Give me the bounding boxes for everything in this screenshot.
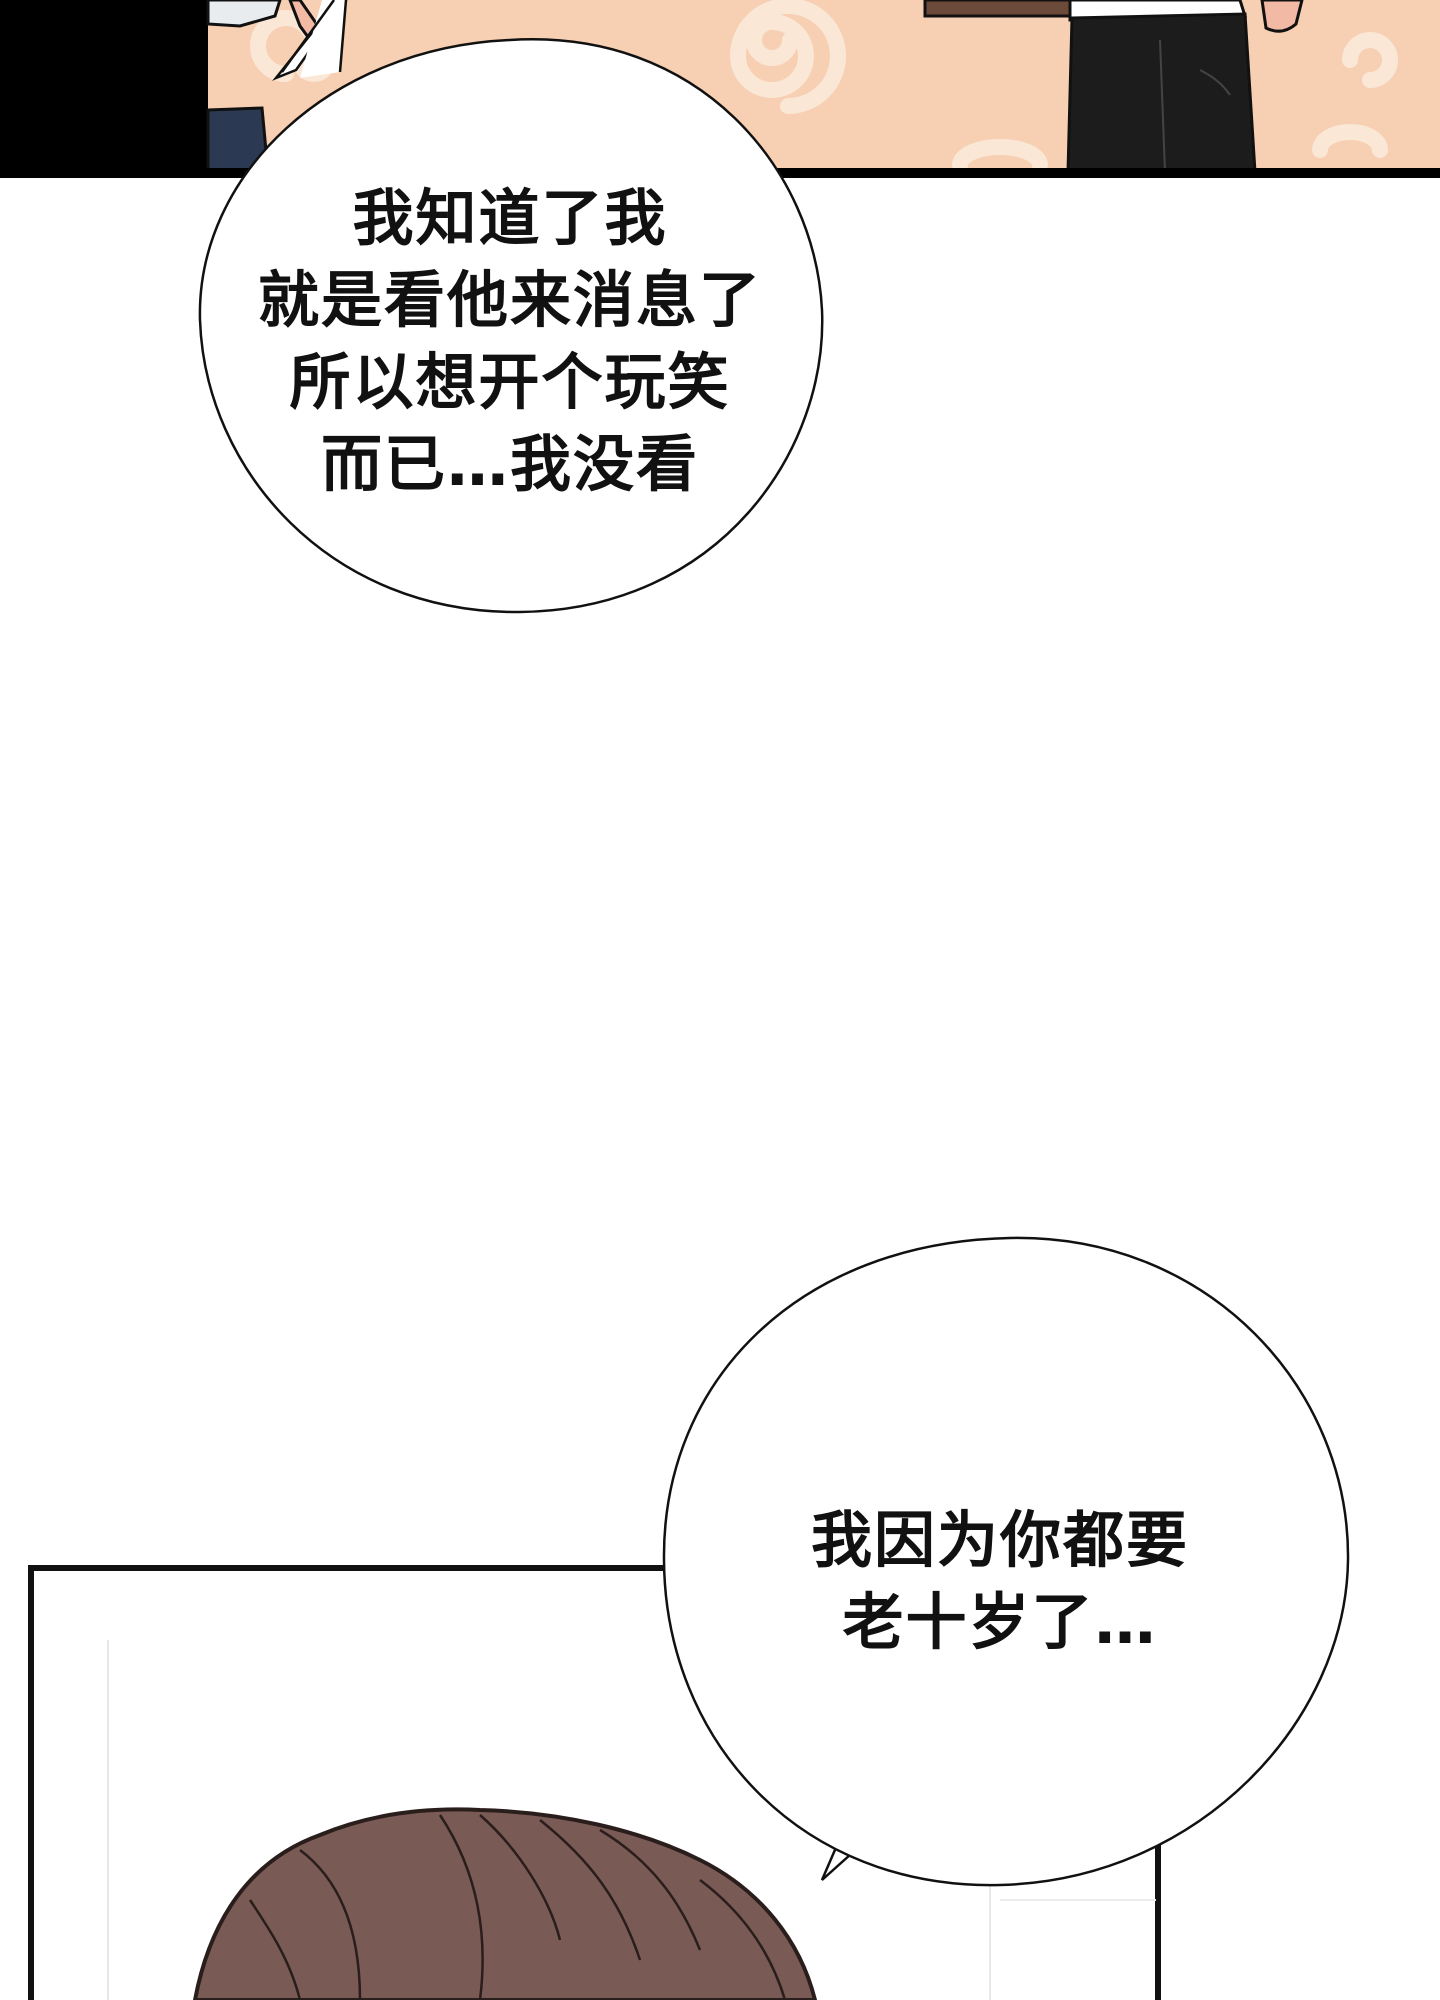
speech-line: 就是看他来消息了 <box>257 265 762 336</box>
speech-line: 老十岁了… <box>842 1587 1158 1658</box>
speech-bubble-2-text: 我因为你都要 老十岁了… <box>720 1500 1280 1664</box>
hair-strands <box>248 1814 787 2000</box>
speech-bubble-2-body <box>662 1236 1350 1887</box>
right-character-hand <box>1260 0 1304 33</box>
clipboard <box>923 0 1077 18</box>
left-character-shirt <box>206 0 282 28</box>
speech-line: 而已…我没看 <box>320 429 699 500</box>
speech-bubble-2 <box>662 1236 1350 1887</box>
speech-line: 所以想开个玩笑 <box>289 347 731 418</box>
character-hair <box>192 1807 818 2000</box>
speech-line: 我知道了我 <box>352 183 668 254</box>
top-panel-left-gutter <box>0 0 208 172</box>
speech-bubble-1-text: 我知道了我 就是看他来消息了 所以想开个玩笑 而已…我没看 <box>200 178 820 506</box>
speech-bubble-1 <box>198 0 824 614</box>
speech-bubble-1-body <box>198 38 824 614</box>
speech-line: 我因为你都要 <box>810 1505 1189 1576</box>
